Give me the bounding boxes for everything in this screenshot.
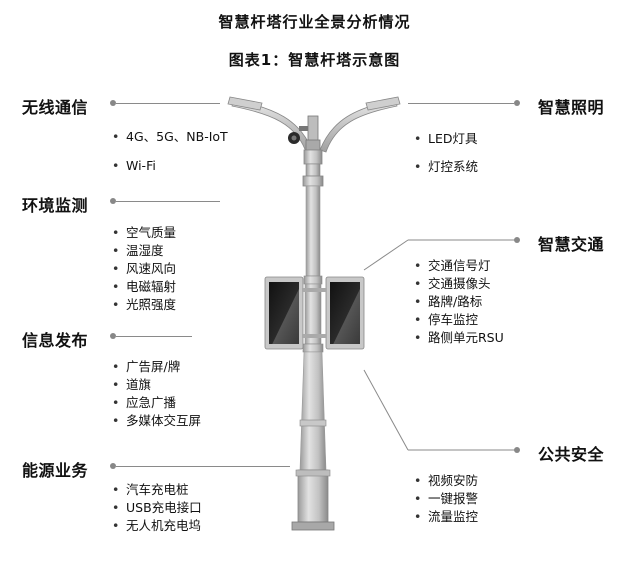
list-item: 温湿度: [112, 242, 164, 260]
connector-dot: [514, 237, 520, 243]
connector-line: [116, 103, 220, 104]
category-traffic: 智慧交通: [538, 235, 605, 254]
category-wireless: 无线通信: [22, 98, 89, 117]
camera-icon: [288, 126, 308, 144]
list-item: 灯控系统: [414, 158, 478, 176]
category-environment: 环境监测: [22, 196, 89, 215]
list-item: 空气质量: [112, 224, 176, 242]
connector-dot: [110, 100, 116, 106]
list-item: 交通信号灯: [414, 257, 491, 275]
connector-line: [116, 466, 290, 467]
connector-dot: [514, 100, 520, 106]
pole-base: [291, 521, 335, 531]
list-item: 多媒体交互屏: [112, 412, 201, 430]
connector-dot: [110, 333, 116, 339]
list-item: 电磁辐射: [112, 278, 176, 296]
page-title: 智慧杆塔行业全景分析情况: [218, 13, 411, 31]
list-item: 风速风向: [112, 260, 176, 278]
list-item: 路牌/路标: [414, 293, 482, 311]
connector-line: [116, 336, 192, 337]
left-display-screen: [264, 276, 304, 350]
list-item: 4G、5G、NB-IoT: [112, 128, 228, 146]
right-lamp-arm: [319, 96, 401, 153]
pole-shaft: [291, 149, 335, 531]
top-module: [307, 115, 319, 143]
list-item: 流量监控: [414, 508, 478, 526]
left-lamp-arm: [227, 96, 313, 153]
list-item: 一键报警: [414, 490, 478, 508]
connector-dot: [110, 198, 116, 204]
connector-line: [116, 201, 220, 202]
list-item: 汽车充电桩: [112, 481, 189, 499]
list-item: USB充电接口: [112, 499, 202, 517]
list-item: LED灯具: [414, 130, 478, 148]
list-item: 路侧单元RSU: [414, 329, 504, 347]
right-display-screen: [325, 276, 365, 350]
figure-caption: 图表1：智慧杆塔示意图: [228, 51, 401, 69]
category-info-publish: 信息发布: [22, 331, 89, 350]
list-item: 视频安防: [414, 472, 478, 490]
category-lighting: 智慧照明: [538, 98, 605, 117]
list-item: 交通摄像头: [414, 275, 491, 293]
list-item: Wi-Fi: [112, 157, 156, 175]
right-lamp-head: [365, 96, 401, 111]
category-energy: 能源业务: [22, 461, 89, 480]
connector-dot: [110, 463, 116, 469]
list-item: 停车监控: [414, 311, 478, 329]
list-item: 应急广播: [112, 394, 176, 412]
list-item: 广告屏/牌: [112, 358, 180, 376]
list-item: 无人机充电坞: [112, 517, 201, 535]
connector-line: [408, 103, 514, 104]
category-public-safety: 公共安全: [538, 445, 605, 464]
left-lamp-head: [227, 96, 263, 111]
connector-dot: [514, 447, 520, 453]
list-item: 道旗: [112, 376, 151, 394]
list-item: 光照强度: [112, 296, 176, 314]
